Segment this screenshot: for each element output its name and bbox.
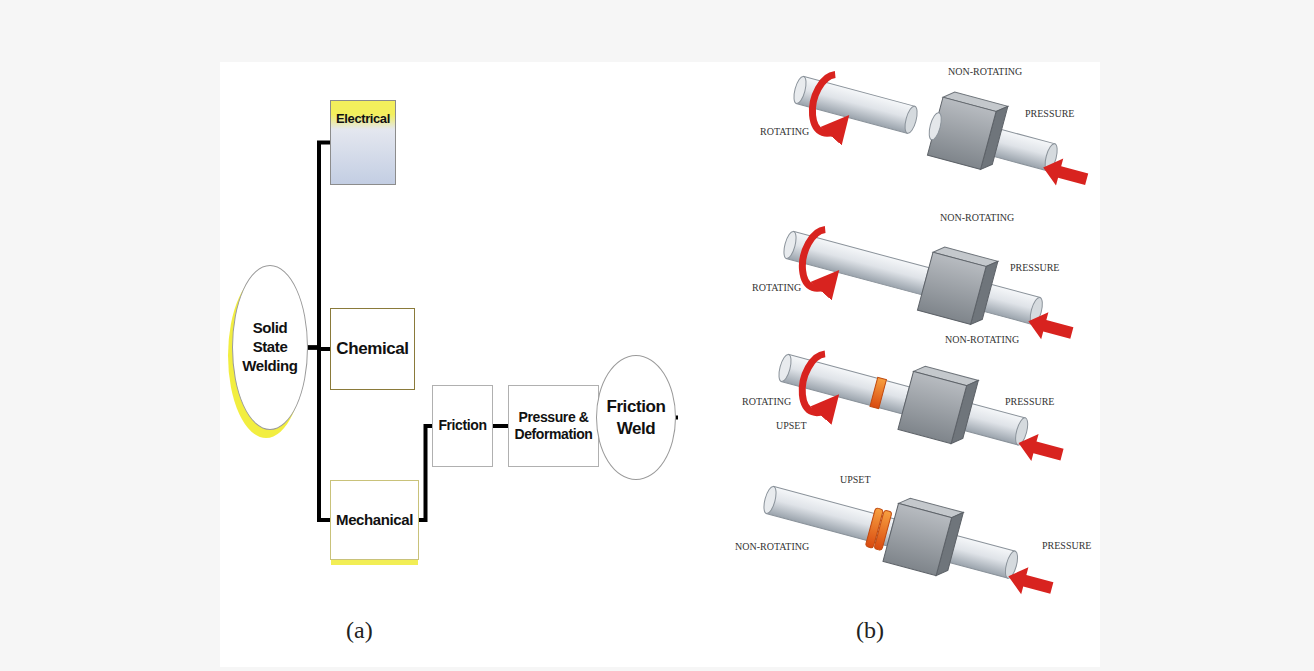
node-text: Friction: [438, 417, 486, 435]
result-ellipse: Friction Weld: [596, 355, 676, 480]
stage-3: [771, 330, 1075, 477]
part-label: NON-ROTATING: [940, 212, 1014, 223]
connector-line: [308, 348, 330, 521]
category-box: Mechanical: [330, 480, 419, 560]
category-ellipse: Solid State Welding: [232, 265, 308, 430]
connector-line: [493, 424, 508, 428]
part-label: PRESSURE: [1010, 262, 1059, 273]
node-text: Solid State Welding: [237, 319, 303, 375]
part-label: ROTATING: [760, 126, 809, 137]
part-label: UPSET: [840, 474, 871, 485]
node-text: Chemical: [336, 338, 408, 359]
node-text: Mechanical: [336, 511, 413, 530]
part-label: NON-ROTATING: [948, 66, 1022, 77]
stage-4: [757, 462, 1064, 605]
node-text: Pressure & Deformation: [513, 409, 594, 444]
category-box: Chemical: [330, 308, 415, 390]
part-label: ROTATING: [752, 282, 801, 293]
connector-line: [419, 426, 432, 520]
node-text: Friction Weld: [601, 396, 671, 439]
part-label: PRESSURE: [1042, 540, 1091, 551]
stage-1: [786, 52, 1100, 202]
process-box: Friction: [432, 385, 493, 467]
part-label: NON-ROTATING: [945, 334, 1019, 345]
node-text: Electrical: [336, 111, 390, 127]
panel-label: (a): [346, 617, 373, 644]
part-label: NON-ROTATING: [735, 541, 809, 552]
part-label: PRESSURE: [1025, 108, 1074, 119]
category-box: Electrical: [330, 100, 396, 185]
panel-label: (b): [856, 617, 884, 644]
process-box: Pressure & Deformation: [508, 385, 599, 467]
connector-line: [308, 143, 330, 348]
part-label: ROTATING: [742, 396, 791, 407]
part-label: UPSET: [776, 420, 807, 431]
part-label: PRESSURE: [1005, 396, 1054, 407]
stage-2: [776, 207, 1085, 355]
